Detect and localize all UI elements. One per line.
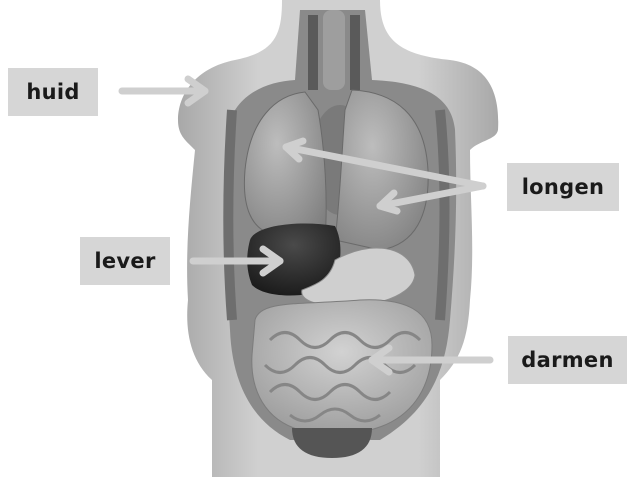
label-huid: huid bbox=[8, 68, 98, 116]
neck-vessel-right bbox=[350, 15, 360, 90]
ribcage-right bbox=[440, 110, 445, 320]
label-darmen: darmen bbox=[508, 336, 627, 384]
label-lever: lever bbox=[80, 237, 170, 285]
neck-vessel-left bbox=[308, 15, 318, 90]
label-longen: longen bbox=[507, 163, 619, 211]
trachea bbox=[323, 10, 345, 90]
arrow-huid bbox=[122, 79, 205, 103]
ribcage-left bbox=[228, 110, 232, 320]
